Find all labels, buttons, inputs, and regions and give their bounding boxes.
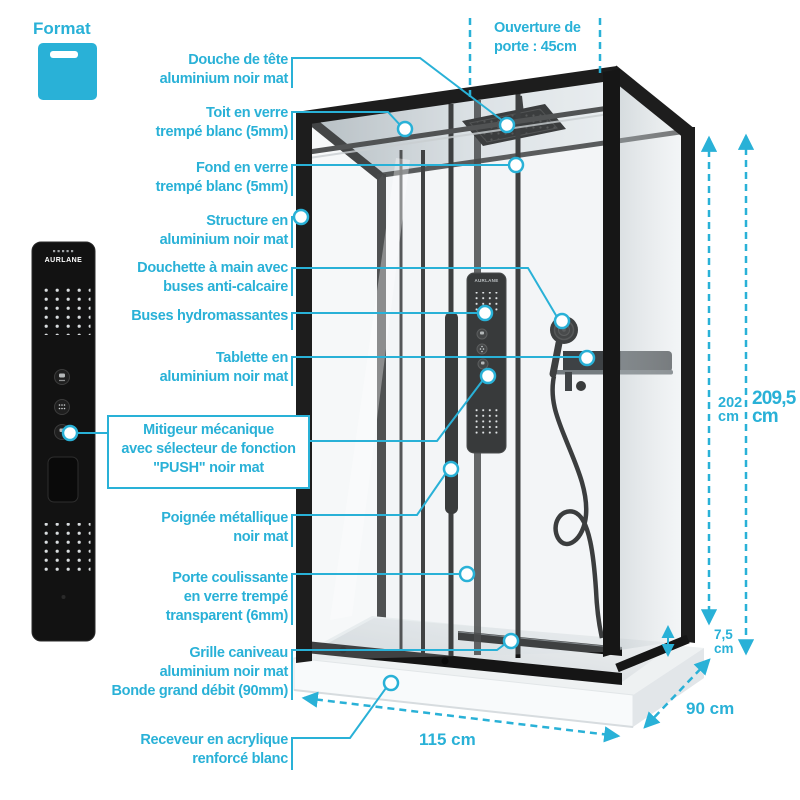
- callout-hand-shower: Douchette à main avec buses anti-calcair…: [137, 260, 288, 295]
- callout-door: Porte coulissante en verre trempé transp…: [165, 570, 289, 624]
- callout-roof: Toit en verre trempé blanc (5mm): [155, 105, 289, 140]
- callout-head-shower: Douche de tête aluminium noir mat: [159, 52, 289, 87]
- panel-logo: AURLANE: [45, 250, 83, 264]
- panel-brand: AURLANE: [45, 257, 83, 264]
- connector-dot: [382, 674, 400, 692]
- depth-90-line: [643, 658, 711, 729]
- callout-tray: Receveur en acrylique renforcé blanc: [140, 732, 288, 767]
- callout-jets: Buses hydromassantes: [131, 308, 288, 324]
- connector-dot: [479, 367, 497, 385]
- right-glass: [620, 73, 685, 650]
- panel-jets-grid-bottom: [38, 523, 91, 573]
- dim-depth: 90 cm: [686, 699, 735, 718]
- hydro-column: AURLANE: [466, 272, 507, 454]
- dim-tray-height: 7,5 cm: [714, 627, 734, 656]
- connector-dot: [442, 460, 460, 478]
- dim-width: 115 cm: [419, 730, 476, 749]
- panel-button-rain: [54, 369, 70, 385]
- dim-height-inner: 202 cm: [718, 395, 743, 425]
- hose-outlet: [576, 381, 586, 391]
- connector-dot: [578, 349, 596, 367]
- connector-dot: [61, 424, 79, 442]
- callout-drain: Grille caniveau aluminium noir mat Bonde…: [111, 645, 289, 699]
- connector-dot: [498, 116, 516, 134]
- callout-structure: Structure en aluminium noir mat: [159, 213, 289, 248]
- callout-mixer: Mitigeur mécanique avec sélecteur de fon…: [107, 415, 310, 489]
- front-glass: [312, 73, 603, 660]
- connector-dots: [61, 116, 596, 692]
- column-jets-grid-bottom: [472, 408, 498, 436]
- format-icon: [38, 43, 97, 100]
- connector-dot: [292, 208, 310, 226]
- callout-shelf: Tablette en aluminium noir mat: [159, 350, 289, 385]
- panel-push-button: [47, 456, 79, 503]
- dimension-arrows: [301, 18, 755, 743]
- panel-jets-grid-top: [38, 285, 91, 335]
- door-opening-label: Ouverture de porte : 45cm: [494, 20, 581, 55]
- format-label: Format: [33, 19, 91, 38]
- shower-hose: [550, 375, 605, 639]
- drain-grille: [457, 631, 623, 656]
- callout-handle: Poignée métallique noir mat: [161, 510, 288, 545]
- connector-dot: [507, 156, 525, 174]
- connector-dot: [476, 304, 494, 322]
- cabin-left-wall: [309, 117, 381, 662]
- panel-button-jets: [54, 399, 70, 415]
- connector-dot: [553, 312, 571, 330]
- connector-dot: [502, 632, 520, 650]
- control-panel-photo: AURLANE: [31, 241, 96, 642]
- column-brand: AURLANE: [474, 278, 498, 283]
- callout-back-glass: Fond en verre trempé blanc (5mm): [155, 160, 289, 195]
- width-115-line: [301, 691, 621, 743]
- connector-dot: [458, 565, 476, 583]
- connector-dot: [396, 120, 414, 138]
- dim-height-total: 209,5 cm: [752, 388, 796, 427]
